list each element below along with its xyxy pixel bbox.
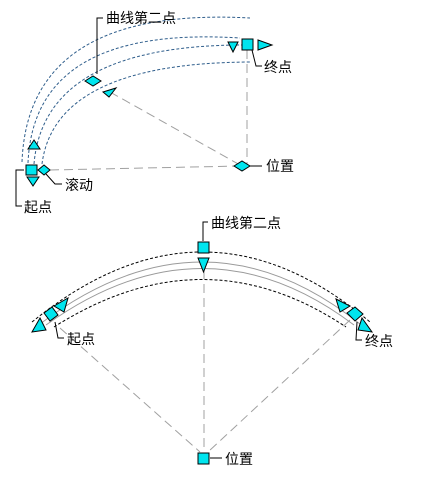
lower-guide-end-to-position	[207, 319, 351, 453]
lower-diagram: 曲线第二点 起点 终点 位置	[31, 215, 393, 468]
upper-guide-second-to-position	[109, 91, 241, 166]
upper-leader-start-point	[15, 169, 24, 207]
lower-arrow-grip-start-up[interactable]	[53, 296, 69, 313]
lower-label-end-point: 终点	[365, 334, 393, 350]
upper-arrow-grip-start-down[interactable]	[26, 176, 40, 187]
upper-leader-second-point	[96, 17, 103, 74]
upper-arc-outer	[21, 16, 251, 163]
lower-label-second-point: 曲线第二点	[211, 215, 281, 232]
lower-arc-inner	[53, 279, 347, 328]
upper-leader-end-point	[251, 49, 262, 67]
upper-arrow-grip-start-up[interactable]	[27, 139, 41, 150]
upper-label-end-point: 终点	[264, 60, 292, 76]
upper-label-position: 位置	[266, 159, 294, 175]
lower-square-grip-second-point[interactable]	[197, 241, 210, 254]
upper-diagram: 曲线第二点 终点 位置 滚动 起点	[15, 10, 294, 216]
upper-square-grip-end[interactable]	[241, 38, 254, 51]
upper-square-grip-start[interactable]	[25, 164, 38, 176]
lower-guide-start-to-position	[59, 327, 201, 453]
lower-arrow-grip-start-down[interactable]	[31, 316, 47, 333]
lower-leader-end-point	[355, 321, 362, 341]
upper-label-scroll: 滚动	[65, 177, 93, 194]
lower-leader-start-point	[54, 321, 64, 339]
upper-leader-scroll	[45, 173, 62, 185]
upper-guide-start-to-position	[49, 165, 241, 171]
lower-square-grip-position[interactable]	[197, 452, 210, 465]
upper-label-start-point: 起点	[24, 200, 52, 216]
upper-arrow-grip-second-point[interactable]	[101, 87, 118, 98]
lower-square-grip-end[interactable]	[346, 306, 364, 322]
lower-square-grip-start[interactable]	[43, 306, 59, 322]
lower-arrow-grip-second-point[interactable]	[197, 257, 210, 274]
lower-leader-second-point	[202, 221, 208, 241]
upper-arrow-grip-end-right[interactable]	[257, 39, 274, 51]
lower-arc-middle-a	[39, 261, 361, 325]
lower-label-start-point: 起点	[67, 332, 95, 348]
upper-diamond-grip-scroll[interactable]	[37, 164, 51, 176]
upper-arrow-grip-end-down[interactable]	[227, 41, 239, 54]
lower-arrow-grip-end-up[interactable]	[335, 298, 352, 313]
upper-label-second-point: 曲线第二点	[106, 10, 176, 27]
upper-arc-middle-a	[27, 36, 241, 164]
lower-label-position: 位置	[225, 452, 253, 468]
upper-diamond-grip-second-point[interactable]	[84, 75, 102, 87]
lower-arc-middle-b	[45, 268, 355, 326]
lower-arrow-grip-end-down[interactable]	[357, 316, 374, 333]
upper-arc-inner	[41, 61, 251, 165]
upper-arc-middle-b	[33, 44, 245, 165]
